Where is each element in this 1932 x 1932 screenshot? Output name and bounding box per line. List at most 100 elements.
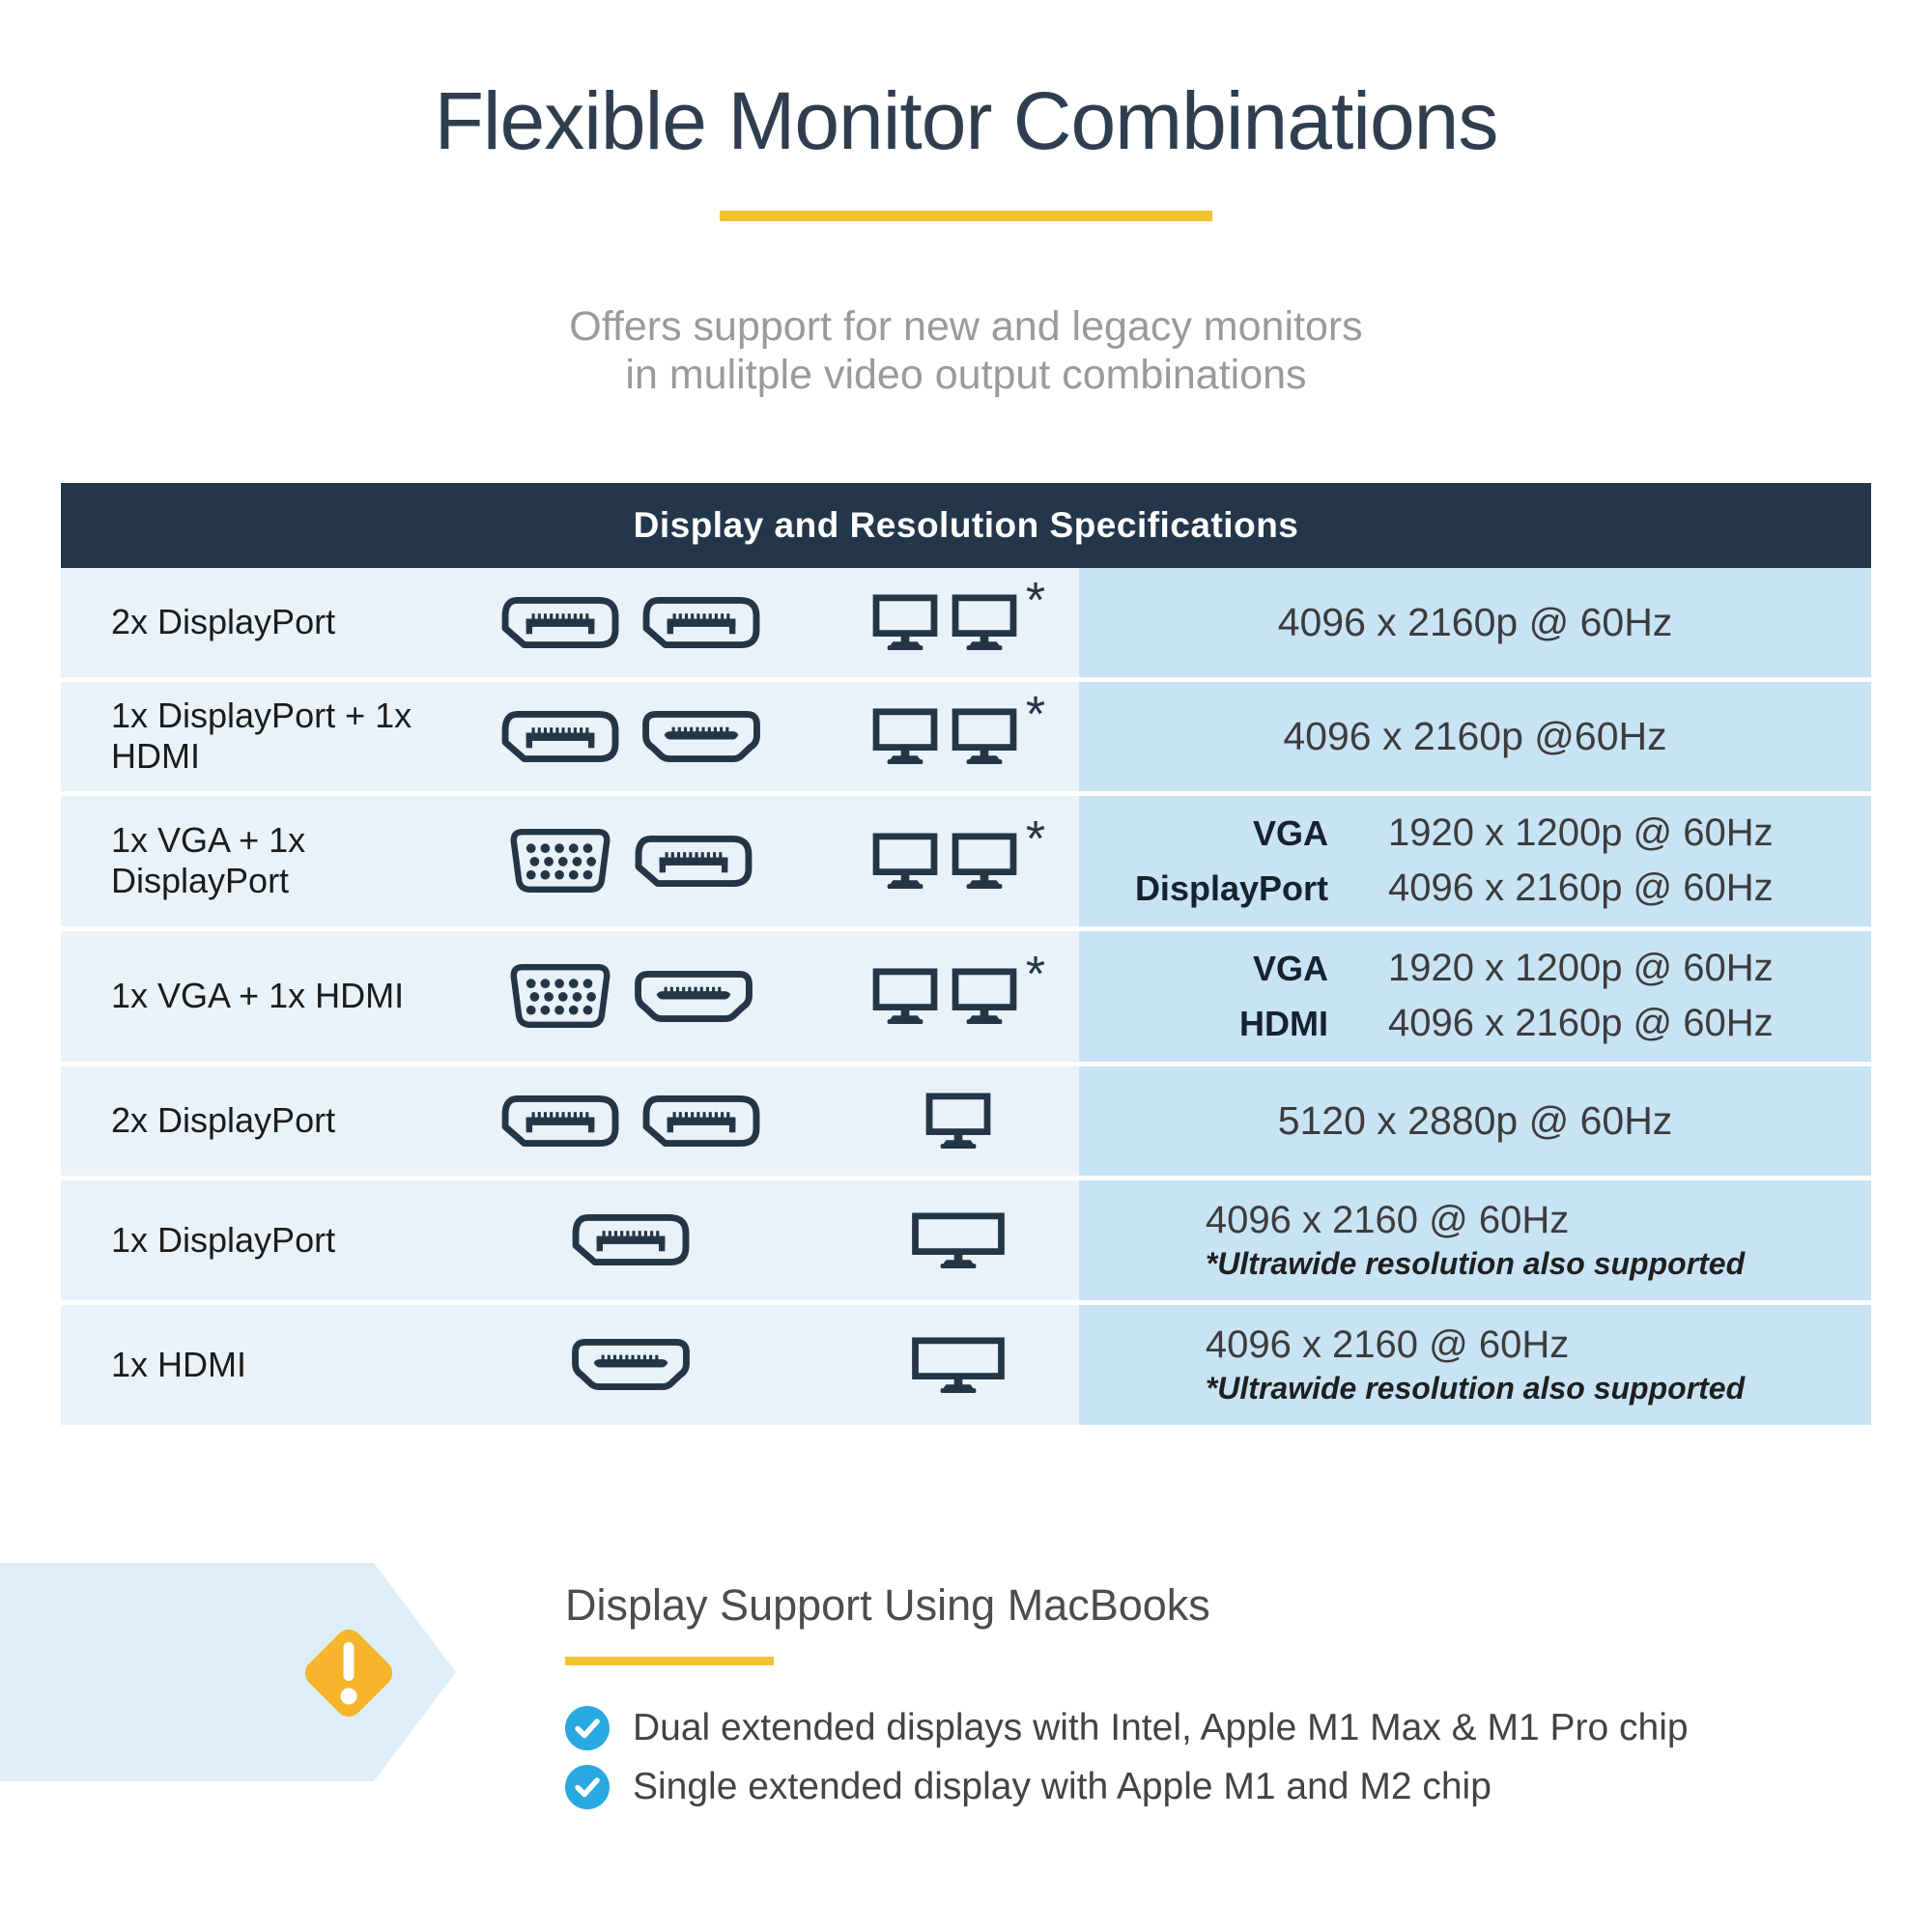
table-row: 2x DisplayPort 5120 x 2880p @ 60Hz	[61, 1061, 1871, 1176]
row-label: 2x DisplayPort	[111, 1100, 336, 1141]
port-icons	[423, 1094, 838, 1148]
displayport-icon	[501, 710, 618, 762]
monitor-icon	[872, 708, 938, 765]
row-left-cell: 1x HDMI	[61, 1304, 1079, 1425]
asterisk: *	[1025, 687, 1046, 744]
displayport-icon	[572, 1214, 689, 1266]
port-icons	[423, 828, 838, 894]
row-left-cell: 2x DisplayPort *	[61, 567, 1079, 677]
warning-diamond-icon	[289, 1613, 409, 1738]
monitor-icon	[925, 1093, 991, 1150]
title-underline	[720, 211, 1212, 222]
resolution-value: 4096 x 2160 @ 60Hz	[1205, 1322, 1570, 1366]
footer-underline	[565, 1657, 774, 1665]
displayport-icon	[501, 1094, 618, 1147]
row-right-cell: 5120 x 2880p @ 60Hz	[1079, 1065, 1871, 1176]
vga-icon	[510, 964, 610, 1029]
resolution-line: VGA 1920 x 1200p @ 60Hz	[1079, 811, 1871, 855]
monitor-icon	[952, 833, 1017, 890]
row-label: 1x HDMI	[111, 1344, 247, 1384]
monitor-icon	[838, 1212, 1079, 1268]
dual-monitor-icon: *	[838, 690, 1079, 765]
resolution-port-label: VGA	[1252, 949, 1328, 989]
bullet-text: Dual extended displays with Intel, Apple…	[633, 1707, 1689, 1748]
dual-monitor-icon: *	[838, 576, 1079, 651]
displayport-icon	[642, 1094, 759, 1147]
resolution-value: 4096 x 2160p @ 60Hz	[1388, 1002, 1774, 1045]
table-row: 1x DisplayPort + 1x HDMI * 4096 x 2160p …	[61, 676, 1871, 791]
row-right-cell: 4096 x 2160 @ 60Hz *Ultrawide resolution…	[1079, 1179, 1871, 1300]
bullet-item: Single extended display with Apple M1 an…	[565, 1765, 1689, 1809]
resolution-value: 4096 x 2160p @60Hz	[1283, 713, 1667, 758]
bullet-item: Dual extended displays with Intel, Apple…	[565, 1706, 1689, 1750]
subtitle-line-1: Offers support for new and legacy monito…	[569, 303, 1363, 351]
row-right-cell: VGA 1920 x 1200p @ 60Hz HDMI 4096 x 2160…	[1079, 930, 1871, 1062]
row-left-cell: 2x DisplayPort	[61, 1065, 1079, 1176]
row-label: 1x VGA + 1x DisplayPort	[111, 820, 306, 901]
resolution-value: 4096 x 2160 @ 60Hz	[1205, 1198, 1570, 1241]
table-row: 2x DisplayPort * 4096 x 2160p @ 60Hz	[61, 567, 1871, 677]
table-body: 2x DisplayPort * 4096 x 2160p @ 60Hz 1x …	[61, 567, 1871, 1425]
row-label: 2x DisplayPort	[111, 602, 336, 642]
displayport-icon	[642, 596, 759, 648]
resolution-block: 4096 x 2160 @ 60Hz *Ultrawide resolution…	[1206, 1199, 1745, 1282]
row-label: 1x VGA + 1x HDMI	[111, 976, 405, 1016]
resolution-note: *Ultrawide resolution also supported	[1205, 1370, 1746, 1406]
hdmi-icon	[634, 970, 753, 1022]
page-subtitle: Offers support for new and legacy monito…	[0, 302, 1932, 400]
asterisk: *	[1025, 811, 1046, 868]
check-circle-icon	[565, 1706, 610, 1750]
asterisk: *	[1025, 573, 1046, 630]
monitor-icon	[912, 1212, 1005, 1268]
page-title: Flexible Monitor Combinations	[434, 75, 1499, 166]
monitor-icon	[952, 968, 1017, 1025]
asterisk: *	[1025, 947, 1046, 1004]
resolution-port-label: HDMI	[1239, 1004, 1328, 1044]
table-row: 1x VGA + 1x DisplayPort * VGA 1920 x 120…	[61, 790, 1871, 926]
vga-icon	[510, 829, 610, 894]
resolution-port-label: DisplayPort	[1134, 868, 1328, 909]
monitor-icon	[952, 708, 1017, 765]
row-label: 1x DisplayPort	[111, 1219, 336, 1260]
resolution-note: *Ultrawide resolution also supported	[1205, 1245, 1746, 1281]
row-left-cell: 1x VGA + 1x DisplayPort *	[61, 795, 1079, 926]
port-icons	[423, 710, 838, 763]
dual-monitor-icon: *	[838, 950, 1079, 1025]
port-icons	[423, 963, 838, 1029]
monitor-icon	[838, 1337, 1079, 1393]
table-row: 1x VGA + 1x HDMI * VGA 1920 x 1200p @ 60…	[61, 925, 1871, 1062]
row-right-cell: 4096 x 2160p @ 60Hz	[1079, 567, 1871, 677]
resolution-value: 4096 x 2160p @ 60Hz	[1277, 599, 1673, 644]
resolution-line: VGA 1920 x 1200p @ 60Hz	[1079, 947, 1871, 990]
resolution-port-label: VGA	[1252, 813, 1328, 854]
resolution-block: 4096 x 2160 @ 60Hz *Ultrawide resolution…	[1206, 1323, 1745, 1406]
resolution-value: 5120 x 2880p @ 60Hz	[1277, 1097, 1673, 1143]
bullet-list: Dual extended displays with Intel, Apple…	[565, 1706, 1689, 1809]
resolution-line: HDMI 4096 x 2160p @ 60Hz	[1079, 1002, 1871, 1045]
spec-table: Display and Resolution Specifications 2x…	[61, 482, 1871, 1425]
resolution-value: 4096 x 2160p @ 60Hz	[1388, 867, 1774, 910]
row-right-cell: 4096 x 2160p @60Hz	[1079, 681, 1871, 791]
dual-monitor-icon: *	[838, 814, 1079, 890]
resolution-value: 1920 x 1200p @ 60Hz	[1388, 811, 1774, 855]
table-header: Display and Resolution Specifications	[61, 482, 1871, 568]
monitor-icon	[872, 968, 938, 1025]
hdmi-icon	[571, 1339, 690, 1391]
row-label: 1x DisplayPort + 1x HDMI	[111, 696, 412, 777]
footer-section: Display Support Using MacBooks Dual exte…	[0, 1563, 1932, 1814]
row-left-cell: 1x VGA + 1x HDMI *	[61, 930, 1079, 1062]
resolution-value: 1920 x 1200p @ 60Hz	[1388, 947, 1774, 990]
footer-heading: Display Support Using MacBooks	[565, 1580, 1210, 1630]
port-icons	[423, 596, 838, 649]
bullet-text: Single extended display with Apple M1 an…	[633, 1766, 1492, 1807]
row-right-cell: 4096 x 2160 @ 60Hz *Ultrawide resolution…	[1079, 1304, 1871, 1425]
footer-content: Display Support Using MacBooks Dual exte…	[565, 1580, 1689, 1809]
monitor-icon	[872, 594, 938, 651]
table-row: 1x HDMI 4096 x 2160 @ 60Hz *Ultrawide re…	[61, 1299, 1871, 1425]
check-circle-icon	[565, 1765, 610, 1809]
displayport-icon	[501, 596, 618, 648]
monitor-icon	[838, 1093, 1079, 1150]
port-icons	[423, 1213, 838, 1266]
monitor-icon	[952, 594, 1017, 651]
